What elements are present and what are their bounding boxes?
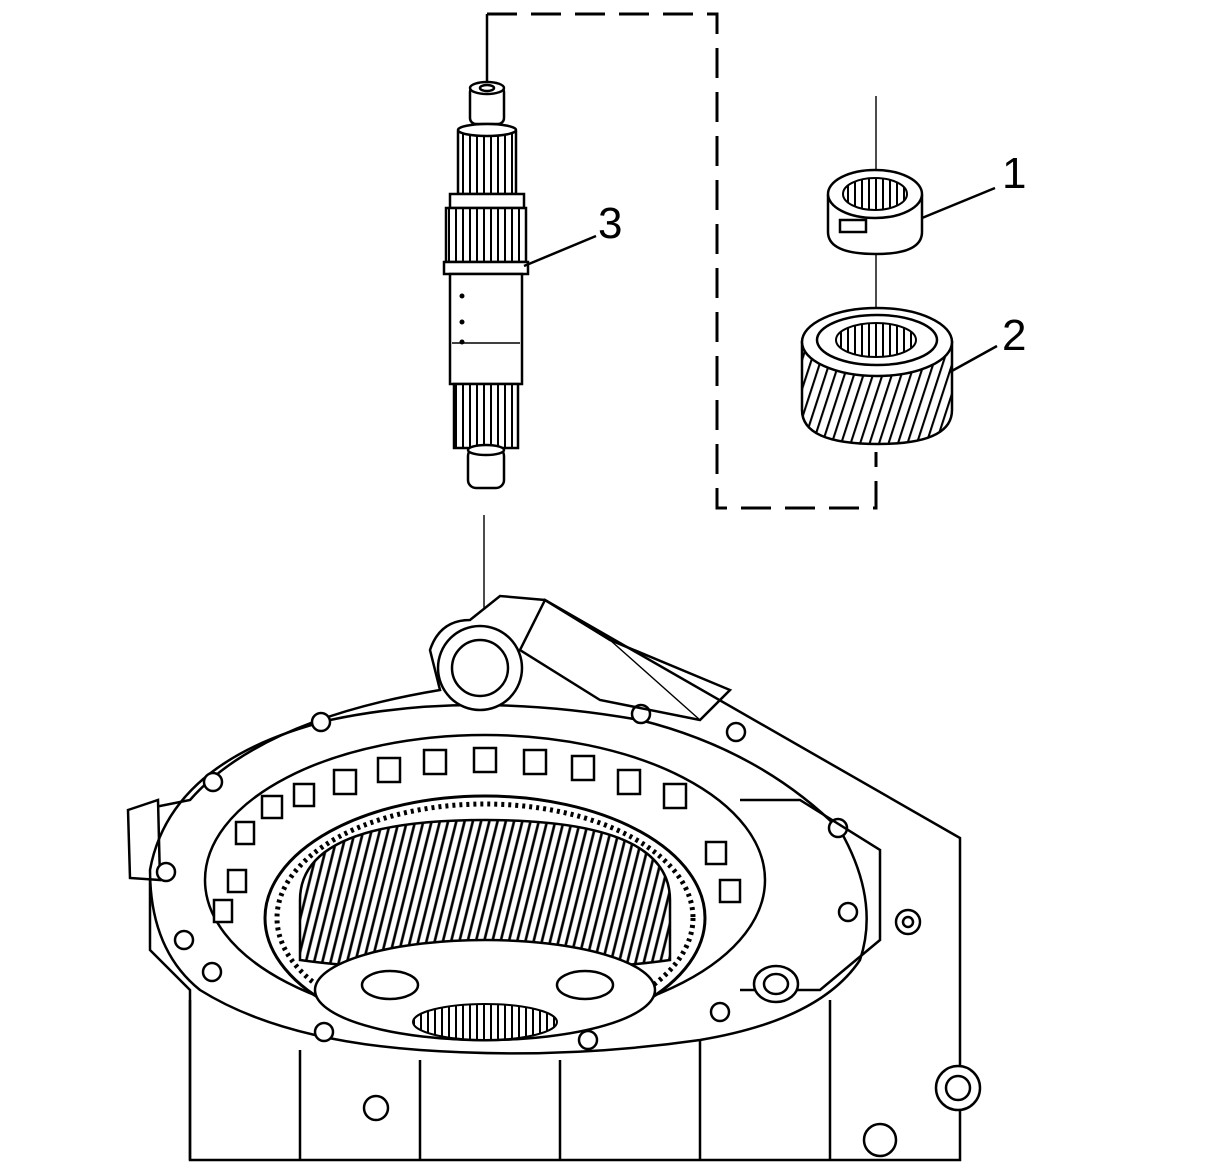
ring-collar bbox=[826, 168, 924, 256]
clutch-lugs bbox=[212, 746, 742, 924]
transmission-case bbox=[126, 594, 982, 1162]
callout-1: 1 bbox=[1002, 149, 1026, 198]
dashed-connector-bracket bbox=[485, 12, 878, 510]
callout-3: 3 bbox=[598, 199, 622, 248]
leader-lines bbox=[523, 186, 998, 374]
flange-bolt-holes bbox=[155, 703, 859, 1051]
callout-2: 2 bbox=[1002, 311, 1026, 360]
helical-gear bbox=[800, 306, 954, 446]
splined-shaft bbox=[442, 80, 530, 490]
